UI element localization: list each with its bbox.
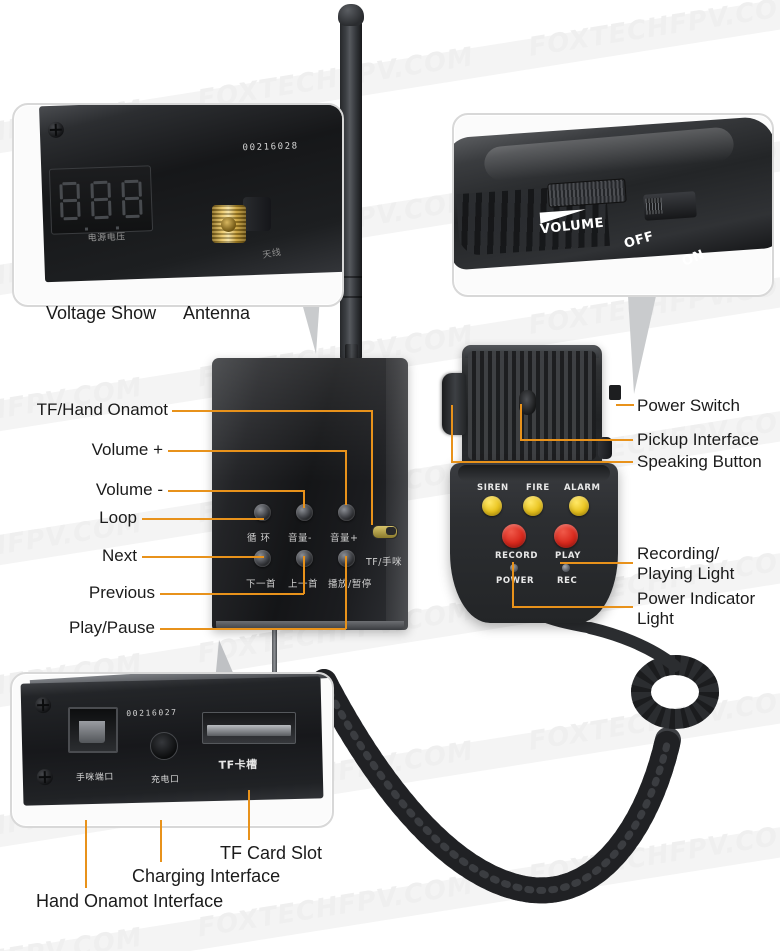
port-label-tf-cn: TF卡槽: [218, 757, 258, 772]
caption-antenna: Antenna: [183, 303, 251, 323]
callout-volume-minus: Volume -: [95, 480, 163, 499]
callout-speaking-button: Speaking Button: [637, 452, 762, 471]
caption-tf-card-slot: TF Card Slot: [220, 843, 323, 863]
leader-power-switch: [616, 404, 634, 406]
leader-hand-onamot: [85, 820, 87, 888]
rec-led-label: REC: [557, 576, 578, 586]
tf-hand-toggle[interactable]: [372, 525, 398, 539]
callout-loop: Loop: [99, 508, 137, 527]
caption-voltage-show: Voltage Show: [46, 303, 157, 323]
leader-power-light-v: [512, 562, 514, 608]
watermark-text: FOXTECHFPV.COM: [0, 923, 145, 951]
next-button[interactable]: [254, 550, 271, 567]
callout-power-indicator-light: Power Indicator Light: [637, 589, 756, 628]
leader-previous-h: [160, 593, 304, 595]
fire-button[interactable]: [523, 496, 543, 516]
leader-previous-v: [303, 556, 305, 594]
seven-segment-digit: [121, 179, 143, 219]
leader-play-pause-h: [160, 628, 346, 630]
leader-volume-minus-v: [303, 490, 305, 508]
antenna-tip: [338, 4, 364, 26]
leader-pickup-v: [520, 404, 522, 441]
leader-play-pause-v: [345, 556, 347, 629]
leader-power-light-h: [512, 606, 633, 608]
leader-tf-hand-h: [172, 410, 372, 412]
alarm-label: ALARM: [564, 483, 601, 493]
leader-charging: [160, 820, 162, 862]
caption-charging-interface: Charging Interface: [132, 866, 281, 886]
hand-onamot-interface-port: [68, 707, 118, 753]
mic-body: SIREN FIRE ALARM RECORD PLAY POWER REC: [450, 463, 618, 623]
recording-playing-light: [562, 564, 570, 572]
charging-interface-port: [150, 732, 178, 760]
fire-label: FIRE: [526, 483, 550, 493]
power-led-label: POWER: [496, 576, 535, 586]
leader-pickup-h: [520, 439, 633, 441]
seven-segment-digit: [59, 181, 81, 221]
callout-recording-playing-light: Recording/ Playing Light: [637, 544, 735, 583]
port-label-hand-cn: 手咪端口: [75, 772, 115, 784]
record-button[interactable]: [502, 524, 526, 548]
play-pause-label-cn: 播放/暂停: [328, 579, 372, 590]
siren-label: SIREN: [477, 483, 509, 493]
main-unit-photo: 循 环 音量- 音量+ TF/手咪 下一首 上一首 播放/暂停: [212, 358, 408, 630]
leader-speaking-h: [451, 461, 633, 463]
inset-voltage-antenna: 00216028 电源电压 天线: [12, 103, 344, 307]
leader-speaking-v: [451, 405, 453, 462]
volume-plus-label-cn: 音量+: [330, 533, 359, 544]
record-label: RECORD: [495, 551, 539, 561]
callout-previous: Previous: [88, 583, 155, 602]
leader-volume-minus-h: [168, 490, 304, 492]
port-label-charge-cn: 充电口: [150, 774, 180, 786]
callout-play-pause: Play/Pause: [69, 618, 155, 637]
callout-pickup-interface: Pickup Interface: [637, 430, 759, 449]
leader-next-h: [142, 556, 264, 558]
serial-number-bottom: 00216027: [126, 707, 178, 719]
tf-card-slot-port: [202, 712, 296, 744]
leader-recording-light: [560, 562, 633, 564]
inset-volume-switch: VOLUME OFF ON: [452, 113, 774, 297]
seven-segment-digit: [90, 180, 112, 220]
inset-ports: 00216027 手咪端口 充电口 TF卡槽: [10, 672, 334, 828]
power-switch-slider[interactable]: [643, 191, 697, 221]
next-label-cn: 下一首: [246, 579, 277, 590]
speaking-button[interactable]: [442, 373, 466, 435]
callout-next: Next: [102, 546, 137, 565]
watermark-text: FOXTECHFPV.COM: [526, 0, 780, 63]
volume-minus-label-cn: 音量-: [288, 533, 312, 544]
power-switch[interactable]: [609, 385, 621, 400]
leader-loop-h: [142, 518, 264, 520]
leader-volume-plus-h: [168, 450, 346, 452]
serial-number-top: 00216028: [242, 141, 299, 154]
leader-volume-plus-v: [345, 450, 347, 505]
leader-tf-card: [248, 790, 250, 840]
play-label: PLAY: [555, 551, 581, 561]
leader-tf-hand-v: [371, 410, 373, 525]
antenna-label-cn: 天线: [261, 247, 283, 261]
alarm-button[interactable]: [569, 496, 589, 516]
siren-button[interactable]: [482, 496, 502, 516]
tf-hand-label-cn: TF/手咪: [366, 557, 402, 568]
callout-tf-hand-onamot: TF/Hand Onamot: [36, 400, 168, 419]
voltage-display: [48, 165, 154, 235]
caption-hand-onamot-interface: Hand Onamot Interface: [36, 891, 224, 911]
volume-plus-button[interactable]: [338, 504, 355, 521]
play-button[interactable]: [554, 524, 578, 548]
callout-power-switch: Power Switch: [637, 396, 740, 415]
loop-label-cn: 循 环: [247, 533, 271, 544]
callout-volume-plus: Volume +: [91, 440, 163, 459]
microphone-photo: SIREN FIRE ALARM RECORD PLAY POWER REC: [440, 345, 650, 645]
